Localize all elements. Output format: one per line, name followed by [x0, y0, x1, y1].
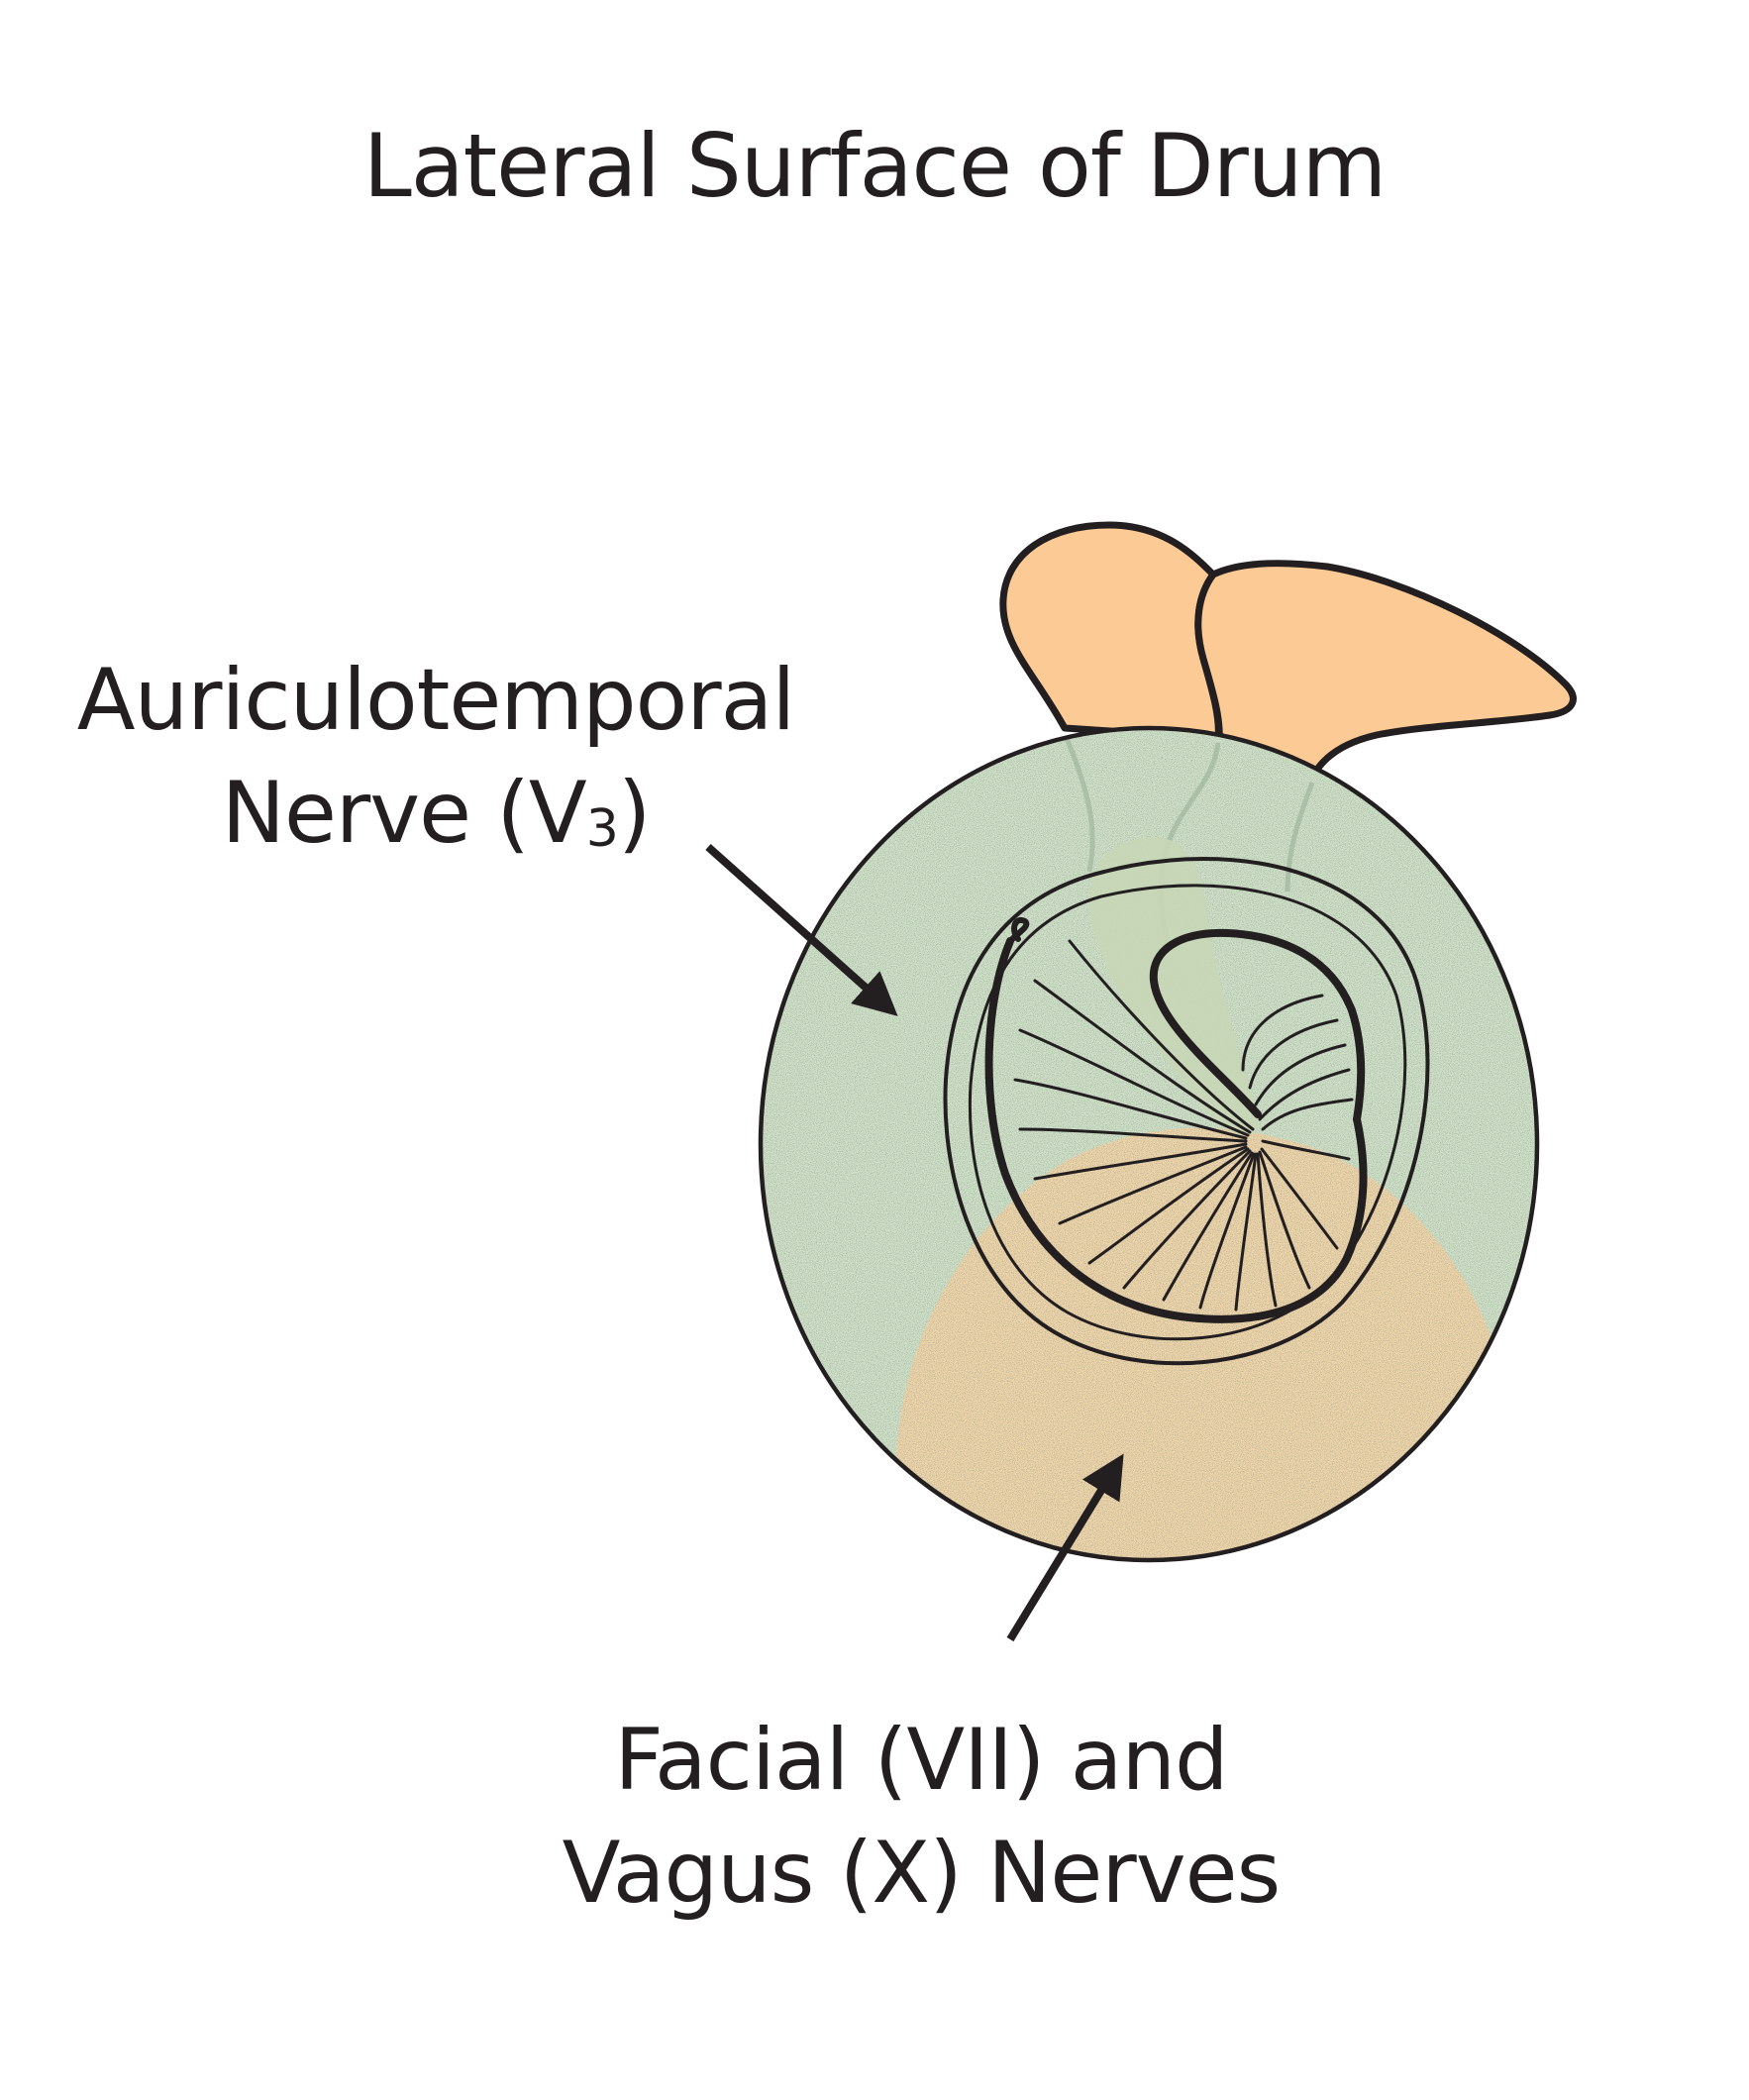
facial-vagus-label-line2: Vagus (X) Nerves: [562, 1824, 1282, 1923]
auriculotemporal-label: Auriculotemporal Nerve (V3): [40, 644, 832, 886]
auriculotemporal-label-line2: Nerve (V3): [40, 757, 832, 886]
facial-vagus-label-line1: Facial (VII) and: [614, 1711, 1228, 1810]
pointer-arrows: [705, 844, 1124, 1642]
tympanic-membrane: [758, 725, 1540, 1563]
upper-lobe: [1149, 928, 1366, 1123]
diagram-title: Lateral Surface of Drum: [362, 115, 1388, 217]
v3-subscript: 3: [585, 799, 619, 859]
second-thin-ring: [968, 884, 1407, 1341]
hook-end: [1007, 916, 1030, 944]
radial-fibers: [1013, 939, 1354, 1312]
nerve-v-close-paren: ): [617, 764, 652, 863]
outer-thin-ring: [943, 856, 1430, 1366]
drum-outline: [758, 725, 1540, 1563]
facial-vagus-arrow: [1006, 1453, 1124, 1642]
incus: [1194, 560, 1577, 782]
ossicles: [999, 521, 1577, 782]
annulus-rings: [943, 856, 1430, 1366]
nerve-v-text: Nerve (V: [221, 764, 587, 863]
auriculotemporal-arrow: [705, 844, 898, 1016]
manubrium: [1088, 836, 1260, 1136]
malleus-head: [999, 521, 1222, 742]
thick-inner-ring: [984, 937, 1368, 1323]
facial-vagus-label: Facial (VII) and Vagus (X) Nerves: [475, 1704, 1367, 1930]
auriculotemporal-label-line1: Auriculotemporal: [76, 651, 795, 750]
